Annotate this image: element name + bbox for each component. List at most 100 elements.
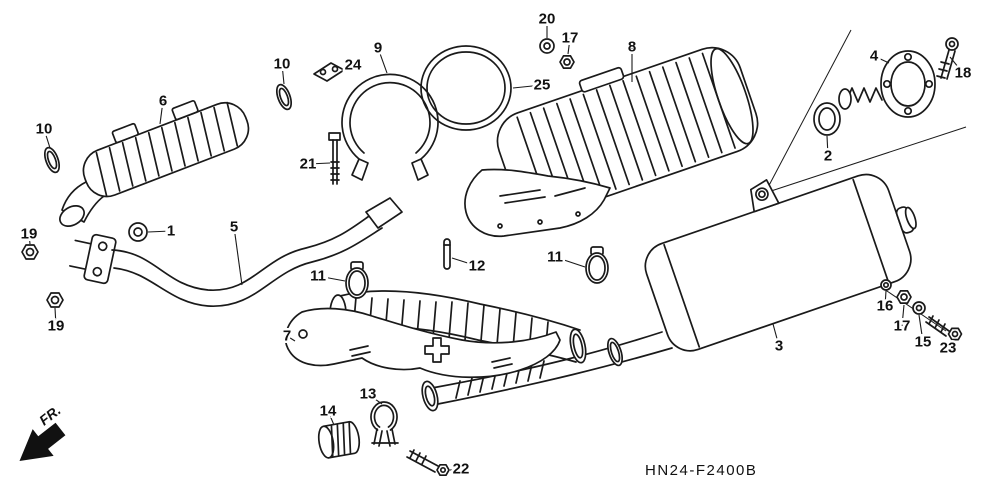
part-bolt-18 (936, 37, 959, 80)
leader-line-10 (281, 63, 285, 85)
leader-line-4 (873, 55, 890, 64)
leader-line-18 (949, 56, 964, 74)
part-ring-25 (420, 45, 512, 131)
fr-arrow-icon (19, 422, 66, 462)
callout-25: 25 (534, 77, 551, 94)
callout-19: 19 (21, 226, 38, 243)
part-gasket-ring-2 (813, 102, 841, 136)
leader-line-5 (233, 226, 243, 286)
part-nut-17a (559, 55, 575, 69)
leader-line-7 (286, 335, 296, 342)
callout-22: 22 (453, 461, 470, 478)
callout-15: 15 (915, 334, 932, 351)
callout-12: 12 (469, 258, 486, 275)
leader-line-23 (947, 339, 953, 349)
part-spark-arrester-4 (838, 50, 936, 118)
part-clamp-13 (370, 401, 399, 447)
callout-11: 11 (310, 268, 326, 285)
leader-line-9 (377, 47, 388, 74)
callout-19: 19 (48, 318, 65, 335)
part-gasket-1 (128, 222, 148, 242)
pipe-end-sleeve (365, 197, 403, 229)
fr-label: FR. (36, 402, 64, 428)
part-spacer-16 (880, 279, 892, 291)
part-nut-19a (21, 244, 39, 260)
inlet-pipe-flare (421, 380, 439, 412)
fr-direction-marker: FR. (19, 402, 66, 462)
callout-16: 16 (877, 298, 894, 315)
part-rod-12 (443, 238, 451, 270)
leader-line-17 (567, 37, 571, 55)
leader-line-22 (449, 468, 462, 471)
part-nut-17b (896, 290, 912, 304)
part-band-clamp-9 (341, 73, 439, 181)
callout-20: 20 (539, 11, 556, 28)
leader-line-11 (554, 256, 586, 268)
part-bolt-23 (925, 315, 963, 341)
part-nut-19b (46, 292, 64, 308)
callout-1: 1 (167, 223, 175, 240)
part-muffler-cover-8 (464, 46, 759, 238)
callout-18: 18 (955, 65, 972, 82)
callout-14: 14 (320, 403, 337, 420)
callout-23: 23 (940, 340, 957, 357)
callout-17: 17 (894, 318, 911, 335)
part-muffler-inlet-pipe (421, 331, 673, 412)
part-bracket-24 (313, 62, 345, 82)
part-washer-15 (912, 301, 926, 315)
callout-5: 5 (230, 219, 238, 236)
leader-line-24 (341, 64, 354, 70)
middle-pipe-right-end (569, 328, 587, 364)
part-band-bolt-21 (328, 132, 341, 185)
leader-line-1 (147, 230, 172, 233)
leader-line-13 (367, 393, 383, 405)
callout-2: 2 (824, 148, 832, 165)
leader-line-3 (772, 323, 780, 347)
protector-cross-hole (424, 337, 450, 363)
leader-line-12 (451, 257, 478, 267)
part-clamp-11b (585, 246, 609, 284)
part-clamp-10b (43, 146, 61, 174)
leader-line-15 (918, 314, 924, 343)
leader-line-10 (43, 128, 51, 149)
leader-line-14 (327, 410, 335, 426)
callout-11: 11 (547, 249, 563, 266)
callout-24: 24 (345, 57, 362, 74)
leader-line-2 (826, 135, 829, 157)
callout-8: 8 (628, 39, 636, 56)
callout-4: 4 (870, 48, 879, 65)
leader-line-21 (307, 162, 331, 165)
callout-10: 10 (36, 121, 53, 138)
callout-10: 10 (274, 56, 291, 73)
part-washer-20 (539, 38, 555, 54)
cover-top-bracket (578, 66, 625, 93)
callout-3: 3 (775, 338, 783, 355)
part-clamp-10a (275, 83, 293, 111)
leader-line-16 (884, 290, 887, 307)
part-muffler-cover-lower (464, 168, 611, 238)
callout-17: 17 (562, 30, 579, 47)
leader-line-19 (54, 307, 57, 327)
leader-line-19 (28, 233, 31, 245)
inlet-pipe-joint-ring (606, 337, 624, 367)
part-muffler (644, 173, 917, 352)
callout-7: 7 (283, 328, 291, 345)
callout-13: 13 (360, 386, 377, 403)
callout-21: 21 (300, 156, 317, 173)
leader-line-6 (159, 100, 164, 125)
part-clamp-11a (345, 261, 369, 299)
part-pipe-protector-6 (59, 99, 250, 227)
diagram-code: HN24-F2400B (645, 462, 757, 479)
leader-line-25 (512, 84, 543, 89)
leader-line-17 (901, 304, 905, 327)
callout-9: 9 (374, 40, 382, 57)
leader-line-11 (317, 275, 346, 282)
callout-6: 6 (159, 93, 167, 110)
fastener-cluster-right (880, 279, 963, 341)
part-bushing-14 (317, 420, 361, 459)
part-pipe-protector-7 (284, 307, 561, 379)
spark-arrester-spring (845, 87, 883, 103)
